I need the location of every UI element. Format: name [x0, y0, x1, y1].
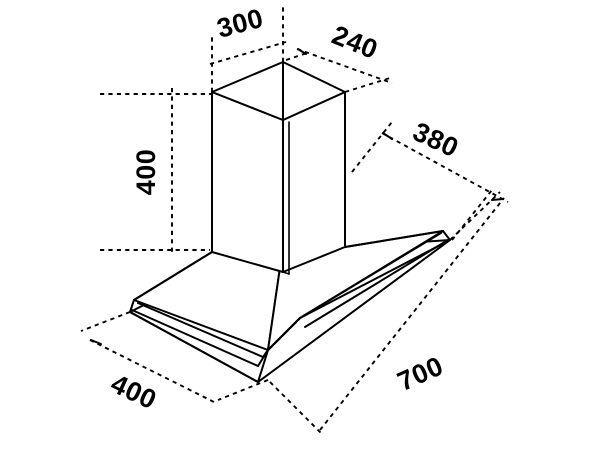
dim-700-line	[319, 197, 505, 431]
dim-400b-arrow	[90, 339, 102, 345]
dim-700-ext-left	[269, 381, 323, 435]
canopy-left-tip-edge	[129, 299, 135, 313]
chimney-right-face	[282, 91, 346, 273]
dim-380-arrow	[382, 132, 393, 140]
dim-300-line	[209, 41, 287, 65]
canopy-right-tip-edge	[442, 230, 451, 241]
canopy-rim-left-inner	[137, 302, 264, 358]
dimension-label-300: 300	[214, 3, 267, 44]
canopy-rim-right-outer	[304, 239, 449, 328]
dim-700-arrow	[491, 198, 504, 201]
dim-240-arrow	[297, 48, 307, 55]
dimension-label-240: 240	[328, 20, 382, 65]
dimension-label-400-height: 400	[131, 149, 161, 196]
chimney-front-edge-foot	[282, 271, 290, 275]
dimension-380-canopy-depth: 380	[351, 116, 509, 241]
dim-380-ext-left	[351, 121, 393, 173]
chimney-top-face	[211, 61, 346, 121]
dim-400b-line	[89, 339, 217, 404]
canopy-top-left-edge	[133, 251, 213, 301]
dim-400b-ext-top	[80, 311, 131, 332]
chimney-duct-box	[211, 61, 346, 275]
dimension-label-400-base: 400	[106, 368, 161, 415]
canopy-top-right-edge	[344, 230, 444, 248]
dim-380-line	[381, 132, 509, 203]
canopy-rim-vertex-outer	[257, 349, 269, 367]
chimney-left-face	[211, 91, 284, 273]
canopy-base-front-edge	[129, 239, 451, 383]
canopy-rim-right-inner	[299, 232, 442, 319]
dimension-label-700: 700	[393, 351, 448, 397]
dim-240-ext-right	[344, 77, 391, 93]
canopy-rim-left-outer	[131, 309, 259, 367]
dimension-label-380: 380	[408, 116, 463, 163]
dimension-400-chimney-height: 400	[100, 88, 216, 256]
dim-700-ext-right	[449, 191, 501, 241]
dimension-400-base-depth: 400	[80, 311, 269, 415]
dim-240-line	[296, 48, 393, 84]
dim-400b-ext-bottom	[217, 379, 269, 401]
